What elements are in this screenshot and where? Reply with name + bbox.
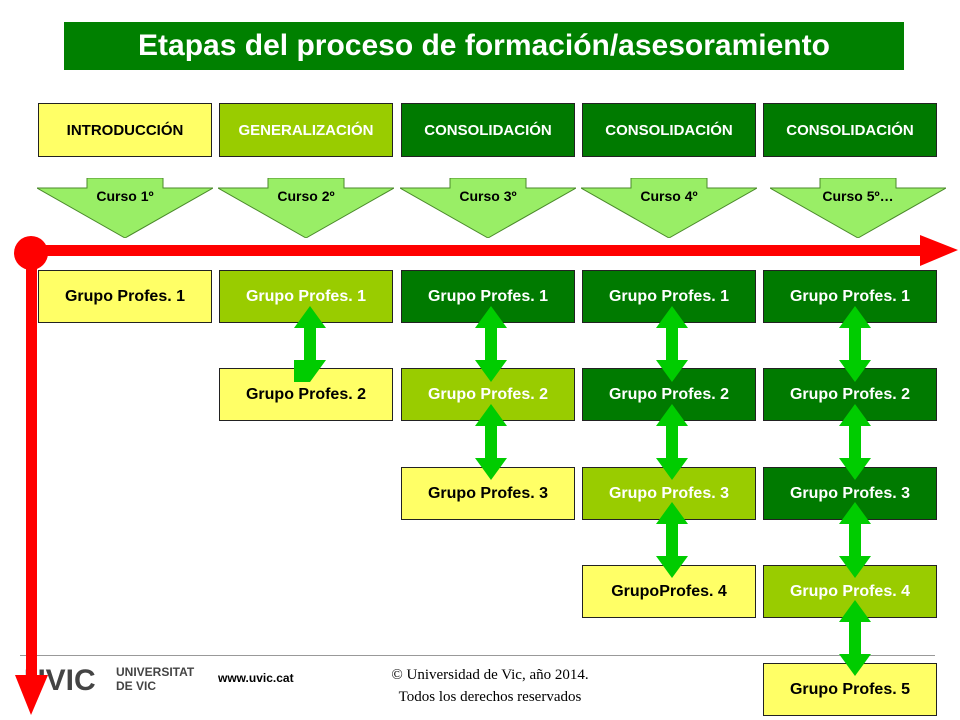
stage-consolidacion-1: CONSOLIDACIÓN [401, 103, 575, 157]
double-arrow-c5-r1 [839, 306, 871, 382]
group-box-c3-r1: Grupo Profes. 1 [401, 270, 575, 323]
copyright-line-2: Todos los derechos reservados [398, 689, 582, 705]
page-title: Etapas del proceso de formación/asesoram… [64, 22, 904, 70]
course-label-3: Curso 3º [459, 188, 517, 204]
course-arrow-3: Curso 3º [398, 177, 578, 239]
down-arrow-shape [35, 177, 215, 239]
group-box-c2-r2: Grupo Profes. 2 [219, 368, 393, 421]
down-arrow-shape [398, 177, 578, 239]
group-box-c5-r5: Grupo Profes. 5 [763, 663, 937, 716]
double-arrow-c2-r1 [294, 306, 326, 382]
down-arrow-shape [768, 177, 948, 239]
course-arrow-4: Curso 4º [579, 177, 759, 239]
double-arrow-c4-r1 [656, 306, 688, 382]
course-label-4: Curso 4º [640, 188, 698, 204]
stage-consolidacion-2: CONSOLIDACIÓN [582, 103, 756, 157]
copyright: © Universidad de Vic, año 2014. Todos lo… [340, 664, 640, 708]
course-label-5: Curso 5º… [822, 188, 894, 204]
double-arrow-c3-r1 [475, 306, 507, 382]
down-arrow-shape [579, 177, 759, 239]
course-arrow-5: Curso 5º… [768, 177, 948, 239]
timeline-vertical-shaft [26, 252, 37, 677]
stage-consolidacion-3: CONSOLIDACIÓN [763, 103, 937, 157]
timeline-horizontal-shaft [32, 245, 922, 256]
course-arrow-1: Curso 1º [35, 177, 215, 239]
footer-url[interactable]: www.uvic.cat [218, 671, 294, 685]
footer-divider [20, 655, 935, 656]
timeline-origin-dot [14, 236, 48, 270]
logo-line2: DE VIC [116, 679, 156, 693]
double-arrow-c5-r3 [839, 502, 871, 578]
double-arrow-c5-r2 [839, 404, 871, 480]
group-box-c1-r1: Grupo Profes. 1 [38, 270, 212, 323]
course-label-2: Curso 2º [277, 188, 335, 204]
group-box-c3-r2: Grupo Profes. 2 [401, 368, 575, 421]
double-arrow-c4-r3 [656, 502, 688, 578]
double-arrow-c4-r2 [656, 404, 688, 480]
timeline-horizontal-arrowhead [920, 235, 958, 266]
copyright-line-1: © Universidad de Vic, año 2014. [391, 667, 589, 683]
course-label-1: Curso 1º [96, 188, 154, 204]
stage-generalizacion: GENERALIZACIÓN [219, 103, 393, 157]
logo-line1: UNIVERSITAT [116, 665, 195, 679]
double-arrow-c5-r4 [839, 600, 871, 676]
double-arrow-c3-r2 [475, 404, 507, 480]
timeline-vertical-arrowhead [15, 675, 48, 715]
stage-introduccion: INTRODUCCIÓN [38, 103, 212, 157]
group-box-c5-r4: Grupo Profes. 4 [763, 565, 937, 618]
down-arrow-shape [216, 177, 396, 239]
course-arrow-2: Curso 2º [216, 177, 396, 239]
